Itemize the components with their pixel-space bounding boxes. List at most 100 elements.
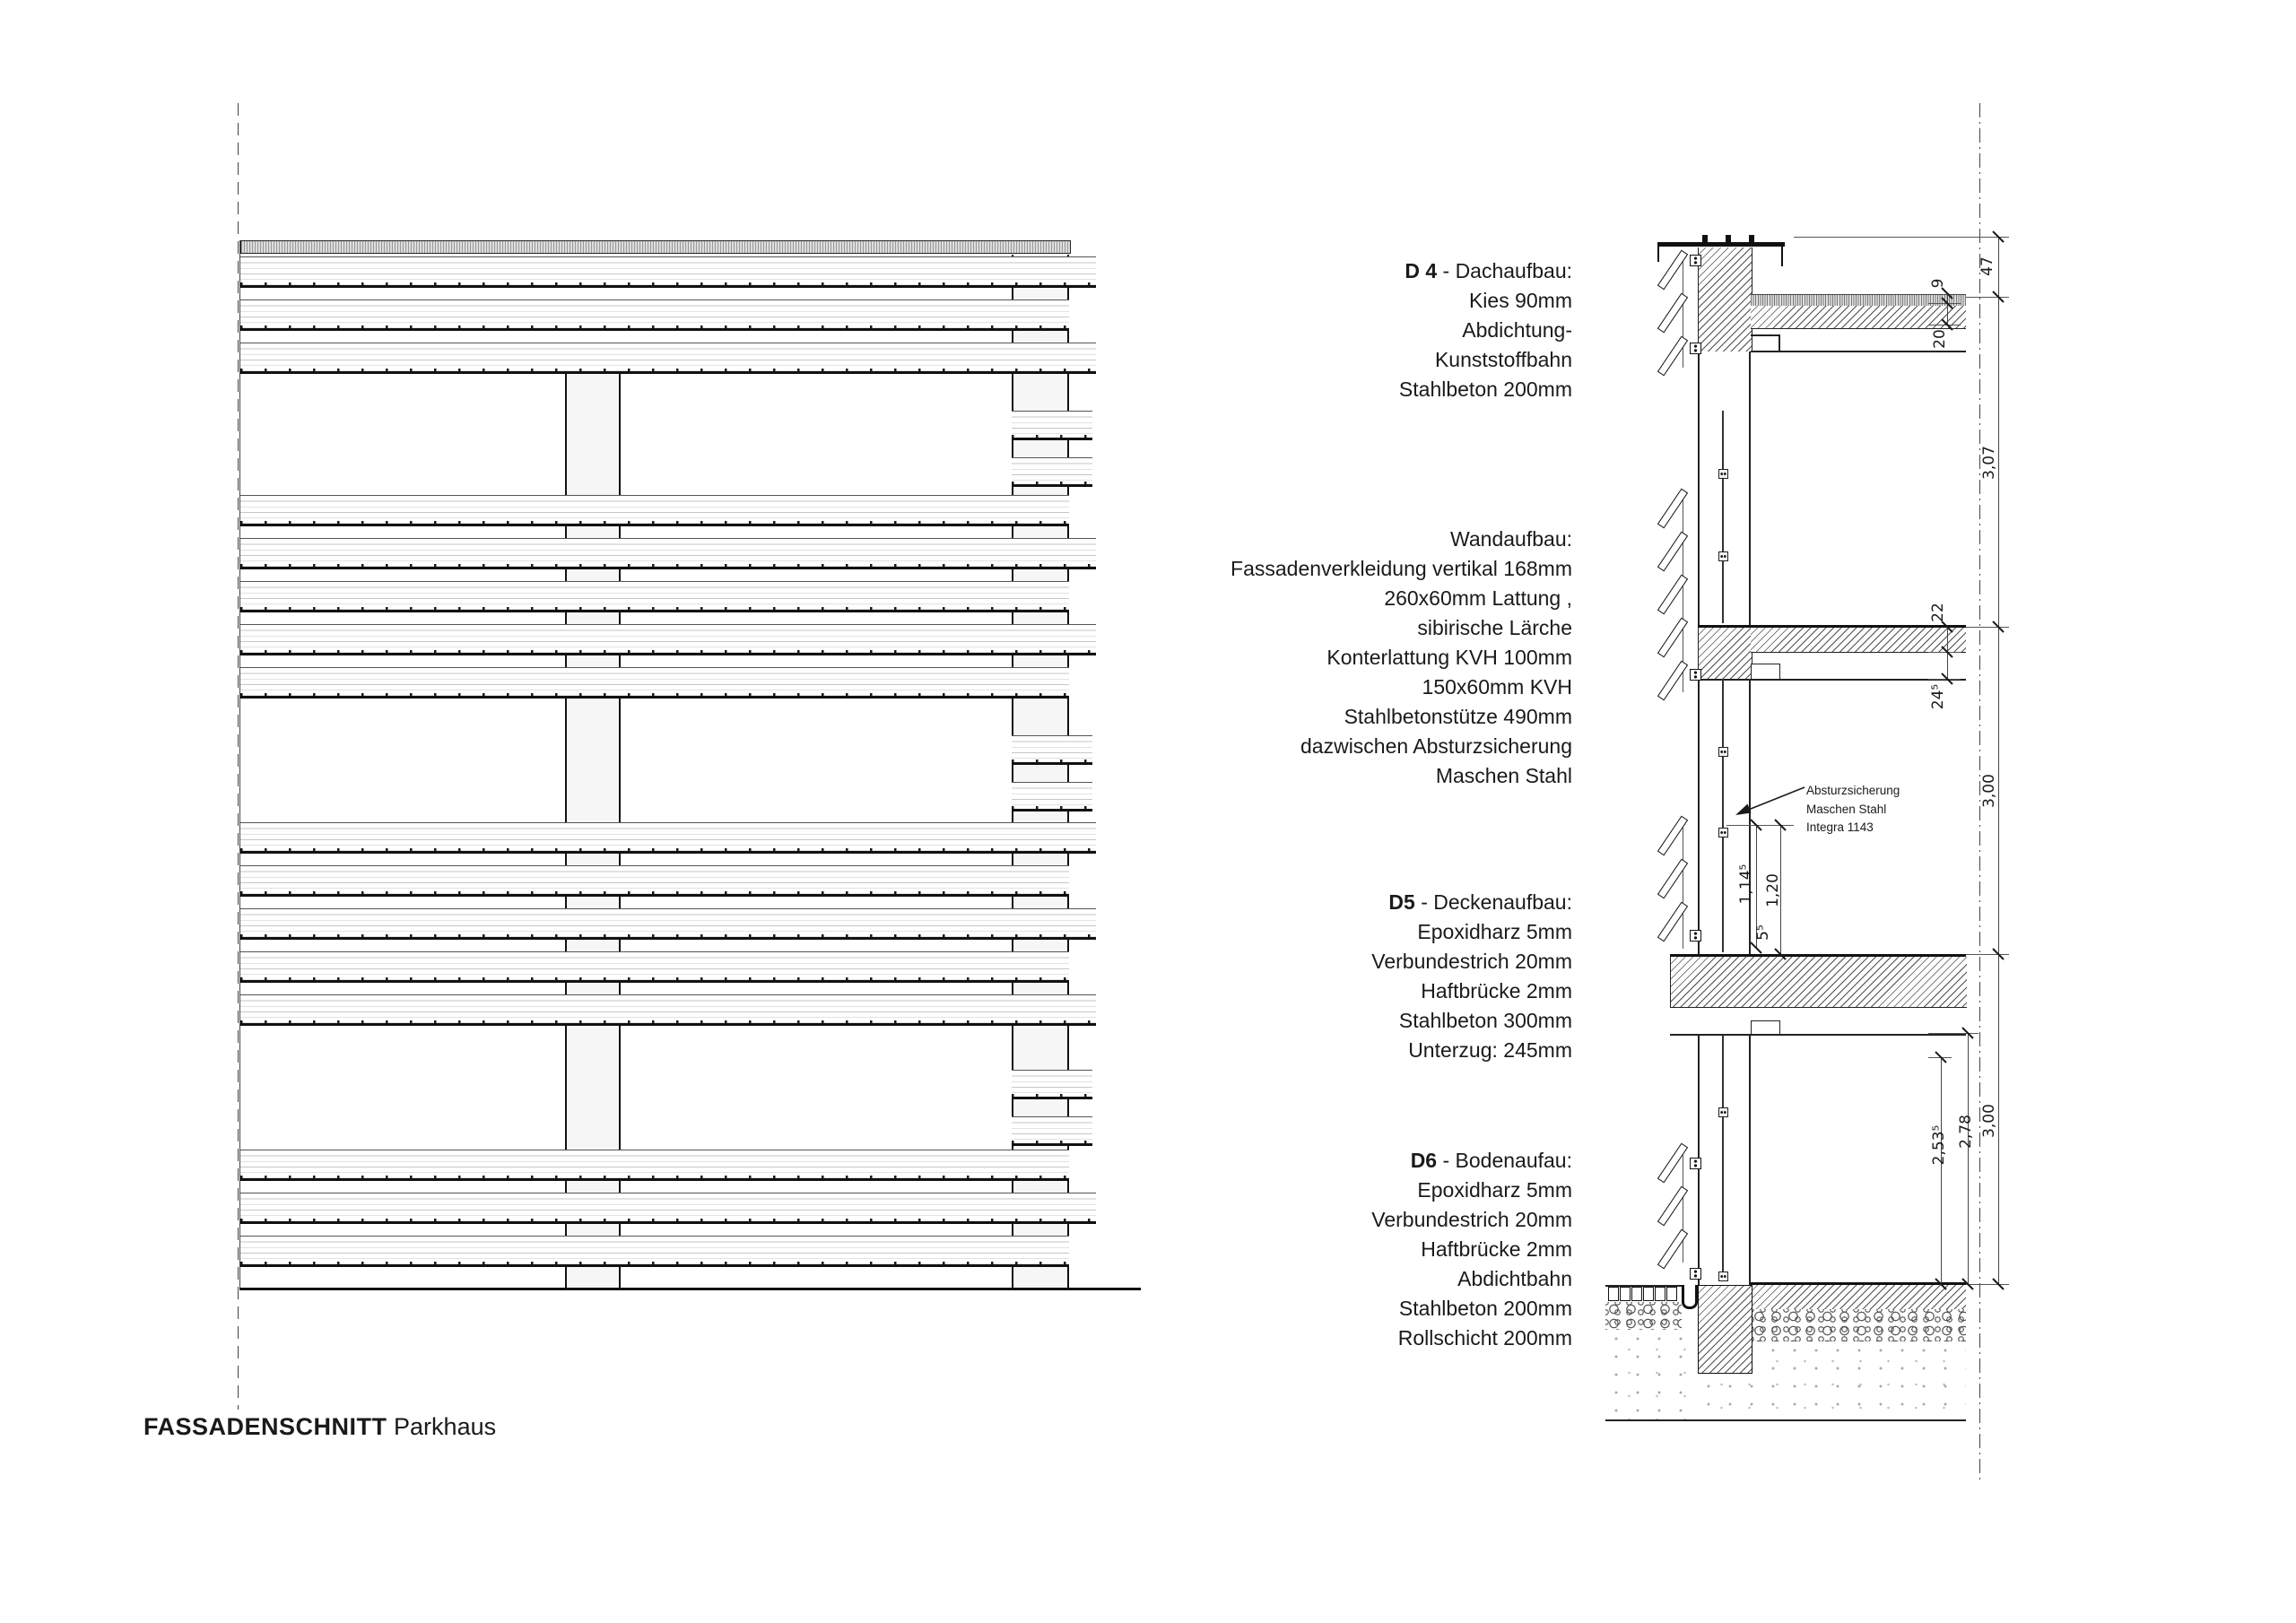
dimension-line	[1998, 237, 2000, 1285]
floor-buildup-annotation: D6 - Bodenaufau: Epoxidharz 5mm Verbunde…	[1124, 1146, 1572, 1353]
dim-slab1: 22	[1929, 603, 1947, 622]
paving-block	[1631, 1287, 1642, 1301]
column-edge	[1749, 352, 1751, 628]
ground-line	[239, 1288, 1141, 1290]
facade-cap-strip	[240, 240, 1071, 254]
callout-leader-arrow	[1735, 786, 1805, 815]
paving-block	[1608, 1287, 1619, 1301]
mesh-line	[1722, 679, 1724, 952]
dimension-line	[1780, 825, 1782, 954]
extension-line	[1928, 679, 1961, 681]
fixing-bracket	[1690, 255, 1701, 266]
annotation-heading: D6 - Bodenaufau:	[1410, 1149, 1572, 1172]
annotation-line: Epoxidharz 5mm	[1417, 920, 1572, 943]
mesh-line	[1722, 411, 1724, 623]
extension-line	[1794, 237, 2009, 239]
mesh-clip	[1718, 747, 1728, 757]
column-edge	[1698, 679, 1700, 954]
drawing-title-sub: Parkhaus	[394, 1413, 497, 1440]
callout-line: Integra 1143	[1806, 820, 1874, 834]
annotation-line: Epoxidharz 5mm	[1417, 1178, 1572, 1202]
floor2-slab	[1670, 957, 1967, 1008]
facade-plank-band	[240, 1150, 1069, 1181]
dim-beam1: 24⁵	[1929, 683, 1947, 710]
extension-line	[1966, 627, 2009, 629]
facade-plank-band	[240, 1193, 1096, 1224]
facade-plank-band	[240, 299, 1069, 331]
callout-line: Absturzsicherung	[1806, 784, 1900, 797]
dim-storey-ground: 3,00	[1980, 1104, 1998, 1138]
ceiling-buildup-annotation: D5 - Deckenaufbau: Epoxidharz 5mm Verbun…	[1124, 888, 1572, 1065]
dim-mesh-h1: 1,14⁵	[1737, 864, 1755, 905]
flashing-clip	[1749, 235, 1754, 242]
annotation-line: 260x60mm Lattung ,	[1384, 586, 1572, 610]
annotation-line: Verbundestrich 20mm	[1371, 950, 1572, 973]
mesh-callout: Absturzsicherung Maschen Stahl Integra 1…	[1806, 782, 1900, 838]
extension-line	[1928, 652, 1961, 654]
paving-gravel	[1605, 1302, 1682, 1330]
drawing-title: FASSADENSCHNITT Parkhaus	[144, 1413, 496, 1441]
dimension-line	[1941, 1057, 1943, 1285]
flashing-drop	[1657, 242, 1660, 262]
annotation-line: Kies 90mm	[1468, 289, 1572, 312]
fixing-bracket	[1690, 669, 1701, 681]
annotation-line: 150x60mm KVH	[1422, 675, 1572, 699]
fixing-bracket	[1690, 343, 1701, 354]
annotation-heading: D 4 - Dachaufbau:	[1405, 259, 1572, 282]
facade-plank-band	[240, 343, 1096, 374]
annotation-line: Abdichtung-	[1462, 318, 1572, 342]
roof-buildup-annotation: D 4 - Dachaufbau: Kies 90mm Abdichtung- …	[1124, 256, 1572, 404]
roof-soffit-line	[1751, 351, 1966, 352]
paving-top-line	[1605, 1285, 1682, 1287]
left-axis-line	[238, 103, 239, 1410]
soil-bottom-line	[1605, 1419, 1966, 1421]
ground-slab	[1751, 1285, 1966, 1310]
annotation-line: Verbundestrich 20mm	[1371, 1208, 1572, 1231]
subsoil	[1605, 1330, 1698, 1419]
parapet-cap-flashing	[1657, 242, 1785, 247]
facade-plank-band	[240, 994, 1096, 1026]
drainage-channel	[1682, 1285, 1698, 1309]
facade-plank-band	[240, 624, 1096, 655]
extension-line	[1966, 954, 2009, 956]
flashing-drop	[1781, 242, 1784, 266]
facade-plank-band	[240, 865, 1069, 897]
annotation-heading: Wandaufbau:	[1450, 527, 1572, 551]
dim-roof-height: 47	[1979, 256, 1996, 276]
floor2-topping-line	[1670, 954, 1966, 957]
extension-line	[1966, 297, 2009, 299]
dim-mesh-offset: 5⁵	[1754, 924, 1772, 941]
right-axis-line	[1979, 103, 1981, 1484]
annotation-line: Haftbrücke 2mm	[1421, 1237, 1572, 1261]
mesh-clip	[1718, 1271, 1728, 1281]
flashing-clip	[1702, 235, 1708, 242]
column-edge	[1749, 1034, 1751, 1285]
wall-buildup-annotation: Wandaufbau: Fassadenverkleidung vertikal…	[1124, 525, 1572, 791]
extension-line	[1726, 825, 1794, 827]
fixing-bracket	[1690, 1268, 1701, 1280]
annotation-line: sibirische Lärche	[1417, 616, 1572, 639]
dim-roof-slab: 20	[1931, 329, 1949, 349]
facade-plank-band	[240, 908, 1096, 940]
dim-gravel: 9	[1929, 278, 1947, 289]
annotation-line: Stahlbetonstütze 490mm	[1344, 705, 1572, 728]
facade-short-plank	[1012, 1070, 1092, 1099]
paving-block	[1643, 1287, 1654, 1301]
column-edge	[1749, 679, 1751, 954]
floor1-beam-soffit	[1698, 679, 1966, 681]
floor1-slab	[1751, 628, 1966, 653]
drawing-title-main: FASSADENSCHNITT	[144, 1413, 387, 1440]
annotation-line: Rollschicht 200mm	[1397, 1326, 1572, 1350]
dim-storey-mid: 3,00	[1980, 774, 1998, 808]
dim-clear-2: 2,78	[1957, 1115, 1975, 1149]
facade-short-plank	[1012, 735, 1092, 765]
ground-floor-top-line	[1751, 1282, 1966, 1285]
facade-plank-band	[240, 581, 1069, 612]
dimension-line	[1947, 293, 1949, 325]
facade-left-edge	[239, 240, 241, 1288]
facade-plank-band	[240, 1236, 1069, 1267]
mesh-clip	[1718, 828, 1728, 838]
paving-block	[1666, 1287, 1677, 1301]
dim-storey-top: 3,07	[1980, 446, 1998, 480]
